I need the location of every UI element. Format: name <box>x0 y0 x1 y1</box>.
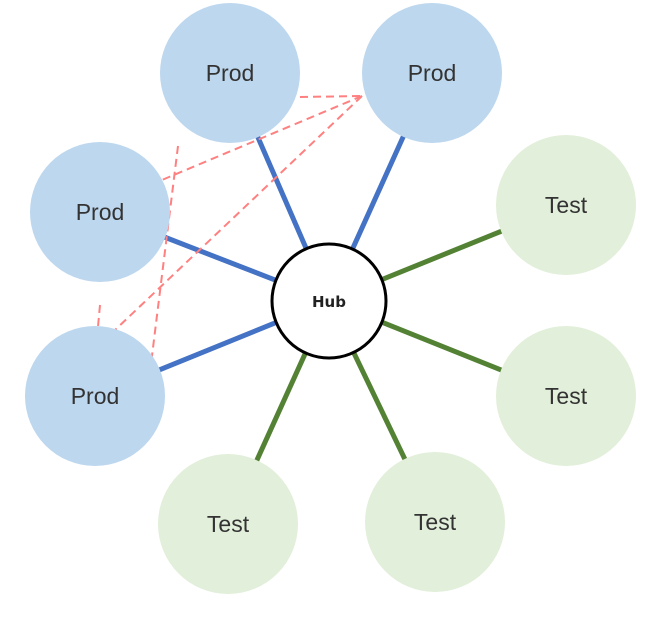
hub-node[interactable]: Hub <box>270 242 388 360</box>
link-test-bottom-left <box>253 351 308 464</box>
link-prod-top-left <box>254 134 309 250</box>
node-circle <box>158 454 298 594</box>
node-prod-bottom-left[interactable]: Prod <box>25 326 165 466</box>
node-prod-top-right[interactable]: Prod <box>362 3 502 143</box>
node-label: Test <box>414 509 457 535</box>
node-label: Prod <box>206 60 255 86</box>
node-prod-top-left[interactable]: Prod <box>160 3 300 143</box>
node-test-bottom-left[interactable]: Test <box>158 454 298 594</box>
link-prod-top-right <box>350 133 407 251</box>
node-label: Prod <box>76 199 125 225</box>
hub-label: Hub <box>312 293 346 311</box>
node-label: Test <box>545 192 588 218</box>
dashed-link-0 <box>299 95 363 98</box>
link-prod-left <box>162 234 277 283</box>
node-circle <box>365 452 505 592</box>
node-circle <box>160 3 300 143</box>
node-circle <box>496 326 636 466</box>
node-test-bottom-right[interactable]: Test <box>365 452 505 592</box>
link-test-right-bottom <box>380 319 504 374</box>
node-circle <box>496 135 636 275</box>
node-circle <box>25 326 165 466</box>
node-circle <box>362 3 502 143</box>
node-test-right-top[interactable]: Test <box>496 135 636 275</box>
node-test-right-bottom[interactable]: Test <box>496 326 636 466</box>
dashed-link-4 <box>95 304 101 349</box>
node-label: Test <box>545 383 588 409</box>
node-prod-left[interactable]: Prod <box>30 142 170 282</box>
node-circle <box>30 142 170 282</box>
link-test-bottom-right <box>351 351 408 462</box>
link-test-right-top <box>380 228 504 282</box>
node-label: Prod <box>71 383 120 409</box>
dashed-link-3 <box>147 145 179 389</box>
link-prod-bottom-left <box>157 320 278 373</box>
node-label: Test <box>207 511 250 537</box>
dashed-link-2 <box>96 95 363 348</box>
node-label: Prod <box>408 60 457 86</box>
hub-circle <box>270 242 388 360</box>
